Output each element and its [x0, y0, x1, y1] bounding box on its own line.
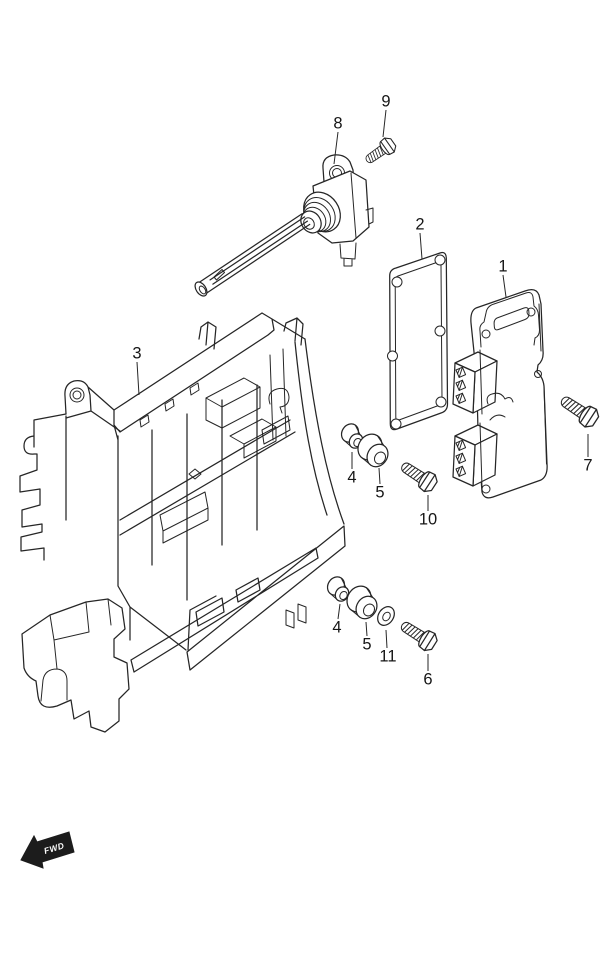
- connector-pin: [455, 465, 467, 477]
- coil-shaft: [196, 212, 311, 296]
- fwd-marker: FWD: [20, 831, 75, 869]
- gasket-hole: [387, 350, 398, 362]
- callout-1: 1: [498, 257, 507, 275]
- bolt-7-unit: [555, 390, 600, 431]
- bracket-left-wall: [19, 413, 67, 561]
- connector-strap: [479, 422, 483, 488]
- callout-6: 6: [423, 670, 432, 688]
- bolt-9-coil: [361, 134, 399, 169]
- bracket-ear: [64, 380, 121, 432]
- connector-strap: [479, 349, 483, 415]
- ignition-coil: [194, 154, 374, 297]
- unit-screw-rings: [481, 307, 542, 494]
- gasket-hole: [391, 276, 403, 288]
- bracket-ear-hole-inner: [72, 390, 82, 400]
- collar-hole: [339, 590, 348, 601]
- gasket-bolt-holes: [387, 254, 447, 430]
- bolt-10-upper-mount: [396, 456, 441, 496]
- rectifier-unit: [452, 289, 548, 499]
- gasket-outer: [389, 251, 449, 431]
- callout-5-upper: 5: [375, 483, 384, 501]
- callout-2: 2: [415, 215, 424, 233]
- bracket-right-wall: [294, 338, 345, 525]
- grommet-hole: [362, 603, 376, 617]
- coil-boot-tip-hole: [198, 285, 207, 295]
- unit-ring: [481, 329, 491, 339]
- unit-ring: [534, 370, 542, 378]
- gasket-hole: [390, 418, 402, 430]
- connector-pin: [455, 392, 467, 404]
- callout-3: 3: [132, 344, 141, 362]
- connector-pin: [455, 379, 467, 391]
- electrical-bracket: [19, 312, 346, 733]
- unit-ring: [481, 484, 491, 494]
- bracket-cowl-details: [40, 598, 112, 702]
- coil-shaft-slot: [213, 269, 225, 281]
- bracket-ear-hole: [69, 387, 85, 403]
- connector-pin: [455, 439, 467, 451]
- unit-plate-inner-edges: [538, 303, 547, 465]
- callout-4-upper: 4: [347, 468, 356, 486]
- bracket-lower-clips: [285, 603, 307, 629]
- fwd-arrow-icon: [20, 831, 75, 869]
- callout-11: 11: [379, 647, 396, 665]
- callout-5-lower: 5: [362, 635, 371, 653]
- washer-hole: [382, 611, 391, 622]
- collar-upper: [340, 423, 364, 449]
- bracket-wire-curl: [268, 387, 290, 414]
- unit-handle: [479, 292, 540, 348]
- callout-10: 10: [419, 510, 437, 528]
- unit-connector-upper: [452, 349, 498, 415]
- gasket-hole: [434, 325, 446, 337]
- callout-numbers: 9 8 2 1 3 7 4 5 10 4 5 11 6: [132, 92, 592, 688]
- washer: [377, 606, 395, 626]
- coil-boot-tip: [194, 281, 208, 297]
- grommet-lower: [346, 585, 378, 620]
- unit-ring: [526, 307, 536, 317]
- coil-body-details: [339, 172, 374, 267]
- gasket-hole: [435, 396, 447, 408]
- bracket-box-edges: [113, 384, 296, 651]
- bracket-lower-cowl: [21, 598, 130, 733]
- callout-9: 9: [381, 92, 390, 110]
- unit-connector-lower: [452, 422, 498, 488]
- callout-4-lower: 4: [332, 618, 341, 636]
- callout-leader-lines: [136, 109, 589, 671]
- connector-pin: [455, 452, 467, 464]
- bracket-top-beam: [113, 312, 306, 433]
- callout-8: 8: [333, 114, 342, 132]
- grommet-upper: [357, 433, 389, 468]
- collar-hole: [303, 217, 315, 230]
- callout-7: 7: [583, 456, 592, 474]
- connector-pin: [455, 366, 467, 378]
- bracket-bottom-shelf: [130, 525, 346, 673]
- gasket: [387, 251, 449, 431]
- bracket-interior-ribs: [159, 348, 291, 544]
- unit-cable-guide: [486, 392, 514, 421]
- bolt-6-lower-mount: [396, 615, 441, 655]
- gasket-hole: [434, 254, 446, 266]
- bracket-beam-notches: [139, 382, 200, 428]
- grommet-hole: [373, 451, 387, 465]
